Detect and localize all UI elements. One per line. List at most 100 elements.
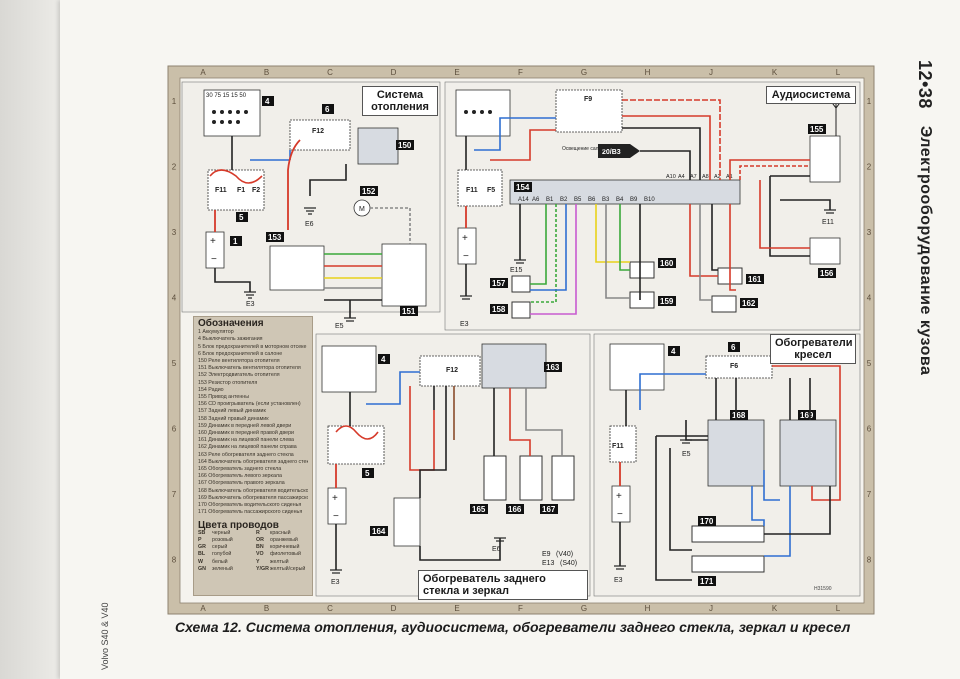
motor-m-icon: M	[359, 206, 365, 213]
wire-color-name: черный	[212, 529, 231, 536]
legend-item: 162 Динамик на лицевой панели справа	[198, 444, 297, 451]
fuse-box-6-rear	[419, 355, 481, 387]
component-164-label: 164	[372, 527, 386, 536]
grid-row-number: 8	[172, 556, 177, 565]
grid-row-number: 7	[867, 490, 872, 499]
radio-terminal: B4	[616, 197, 624, 203]
grid-column-letter: G	[581, 604, 587, 613]
battery-plus-icon: +	[210, 236, 216, 247]
legend-item: 156 CD проигрыватель (если установлен)	[198, 401, 301, 408]
rear-heater-switch-164	[393, 497, 421, 547]
ground-e15: E15	[510, 267, 523, 274]
fuse-box-audio	[457, 169, 503, 207]
fuse-box-6-seat	[705, 355, 773, 379]
legend-item: 160 Динамик в передней правой двери	[198, 430, 294, 437]
component-168-label: 168	[732, 411, 746, 420]
fuse-f12-rear: F12	[446, 367, 458, 374]
ground-e3-rear: E3	[331, 579, 340, 586]
component-157-label: 157	[492, 279, 506, 288]
radio-terminal: B6	[588, 197, 596, 203]
book-title-vertical: Volvo S40 & V40	[100, 602, 110, 670]
rear-window-heater-165	[483, 455, 507, 501]
legend-item: 159 Динамик в передней левой двери	[198, 422, 292, 429]
grid-row-number: 2	[172, 163, 177, 172]
wire-color-code: VO	[256, 551, 264, 558]
page-edge	[0, 0, 60, 679]
speaker-159	[629, 291, 655, 309]
section-title-audio: Аудиосистема	[766, 86, 856, 104]
component-167-label: 167	[542, 505, 556, 514]
wire-color-name: коричневый	[270, 544, 300, 551]
salon-light-label: Освещение салона	[562, 146, 607, 152]
wire-color-name: желтый/серый	[270, 565, 306, 572]
component-153-label: 153	[268, 233, 282, 242]
fuse-f5: F5	[487, 187, 495, 194]
component-155-label: 155	[810, 125, 824, 134]
component-5-label: 5	[239, 213, 244, 222]
grid-row-number: 6	[172, 425, 177, 434]
legend-item: 163 Реле обогревателя заднего стекла	[198, 451, 294, 458]
legend-item: 161 Динамик на лицевой панели слева	[198, 437, 294, 444]
fuse-box-6-audio	[555, 89, 623, 133]
legend-item: 167 Обогреватель правого зеркала	[198, 480, 285, 487]
grid-row-number: 5	[172, 359, 177, 368]
component-151-label: 151	[402, 307, 416, 316]
component-badge	[262, 96, 274, 106]
fuse-f2: F2	[252, 187, 260, 194]
section-title-rear-heater: Обогреватель заднего стекла и зеркал	[418, 570, 588, 600]
component-4-label: 4	[671, 347, 676, 356]
radio-terminal: A6	[532, 197, 540, 203]
grid-column-letter: D	[391, 68, 397, 77]
wire-color-code: BL	[198, 551, 206, 558]
radio-154	[509, 179, 741, 205]
ground-e3-seat: E3	[614, 577, 623, 584]
speaker-160	[629, 261, 655, 279]
ground-e13-note: (S40)	[560, 560, 577, 567]
wire-color-name: фиолетовый	[270, 551, 301, 558]
component-159-label: 159	[660, 297, 674, 306]
wire-colors-title: Цвета проводов	[198, 520, 279, 532]
legend-item: 5 Блок предохранителей в моторном отсеке	[198, 343, 307, 350]
battery-plus-icon: +	[462, 233, 468, 244]
grid-column-letter: K	[772, 68, 778, 77]
fuse-f1: F1	[237, 187, 245, 194]
component-6-label: 6	[325, 105, 330, 114]
driver-seat-switch-168	[707, 419, 765, 487]
component-150-label: 150	[398, 141, 412, 150]
component-badge	[266, 232, 284, 242]
legend-item: 1 Аккумулятор	[198, 329, 234, 336]
wire-color-code: R	[256, 529, 260, 536]
heater-relay-150	[357, 127, 399, 165]
radio-terminal: A4	[678, 174, 685, 180]
grid-column-letter: A	[200, 604, 206, 613]
component-171-label: 171	[700, 577, 714, 586]
component-162-label: 162	[742, 299, 756, 308]
fuse-f12: F12	[312, 128, 324, 135]
fan-switch-151	[381, 243, 427, 307]
legend-item: 169 Выключатель обогревателя пассажирско…	[198, 494, 308, 501]
legend-item: 151 Выключатель вентилятора отопителя	[198, 365, 301, 372]
radio-terminal: B9	[630, 197, 638, 203]
left-mirror-heater-166	[519, 455, 543, 501]
wire-color-code: BN	[256, 544, 264, 551]
wire-color-code: P	[198, 536, 202, 543]
passenger-seat-switch-169	[779, 419, 837, 487]
grid-row-number: 7	[172, 490, 177, 499]
legend-item: 152 Электродвигатель отопителя	[198, 372, 280, 379]
legend-item: 171 Обогреватель пассажирского сиденья	[198, 509, 303, 516]
battery-plus-icon: +	[616, 491, 622, 502]
grid-row-number: 1	[172, 97, 177, 106]
battery-minus-icon: −	[333, 511, 339, 522]
wire-color-name: белый	[212, 558, 228, 565]
ground-e5-heating: E5	[335, 323, 344, 330]
legend-item: 158 Задний правый динамик	[198, 415, 269, 422]
legend-item: 165 Обогреватель заднего стекла	[198, 466, 282, 473]
legend-item: 168 Выключатель обогревателя водительско…	[198, 487, 308, 494]
component-badge	[322, 104, 334, 114]
component-badge	[236, 212, 248, 222]
